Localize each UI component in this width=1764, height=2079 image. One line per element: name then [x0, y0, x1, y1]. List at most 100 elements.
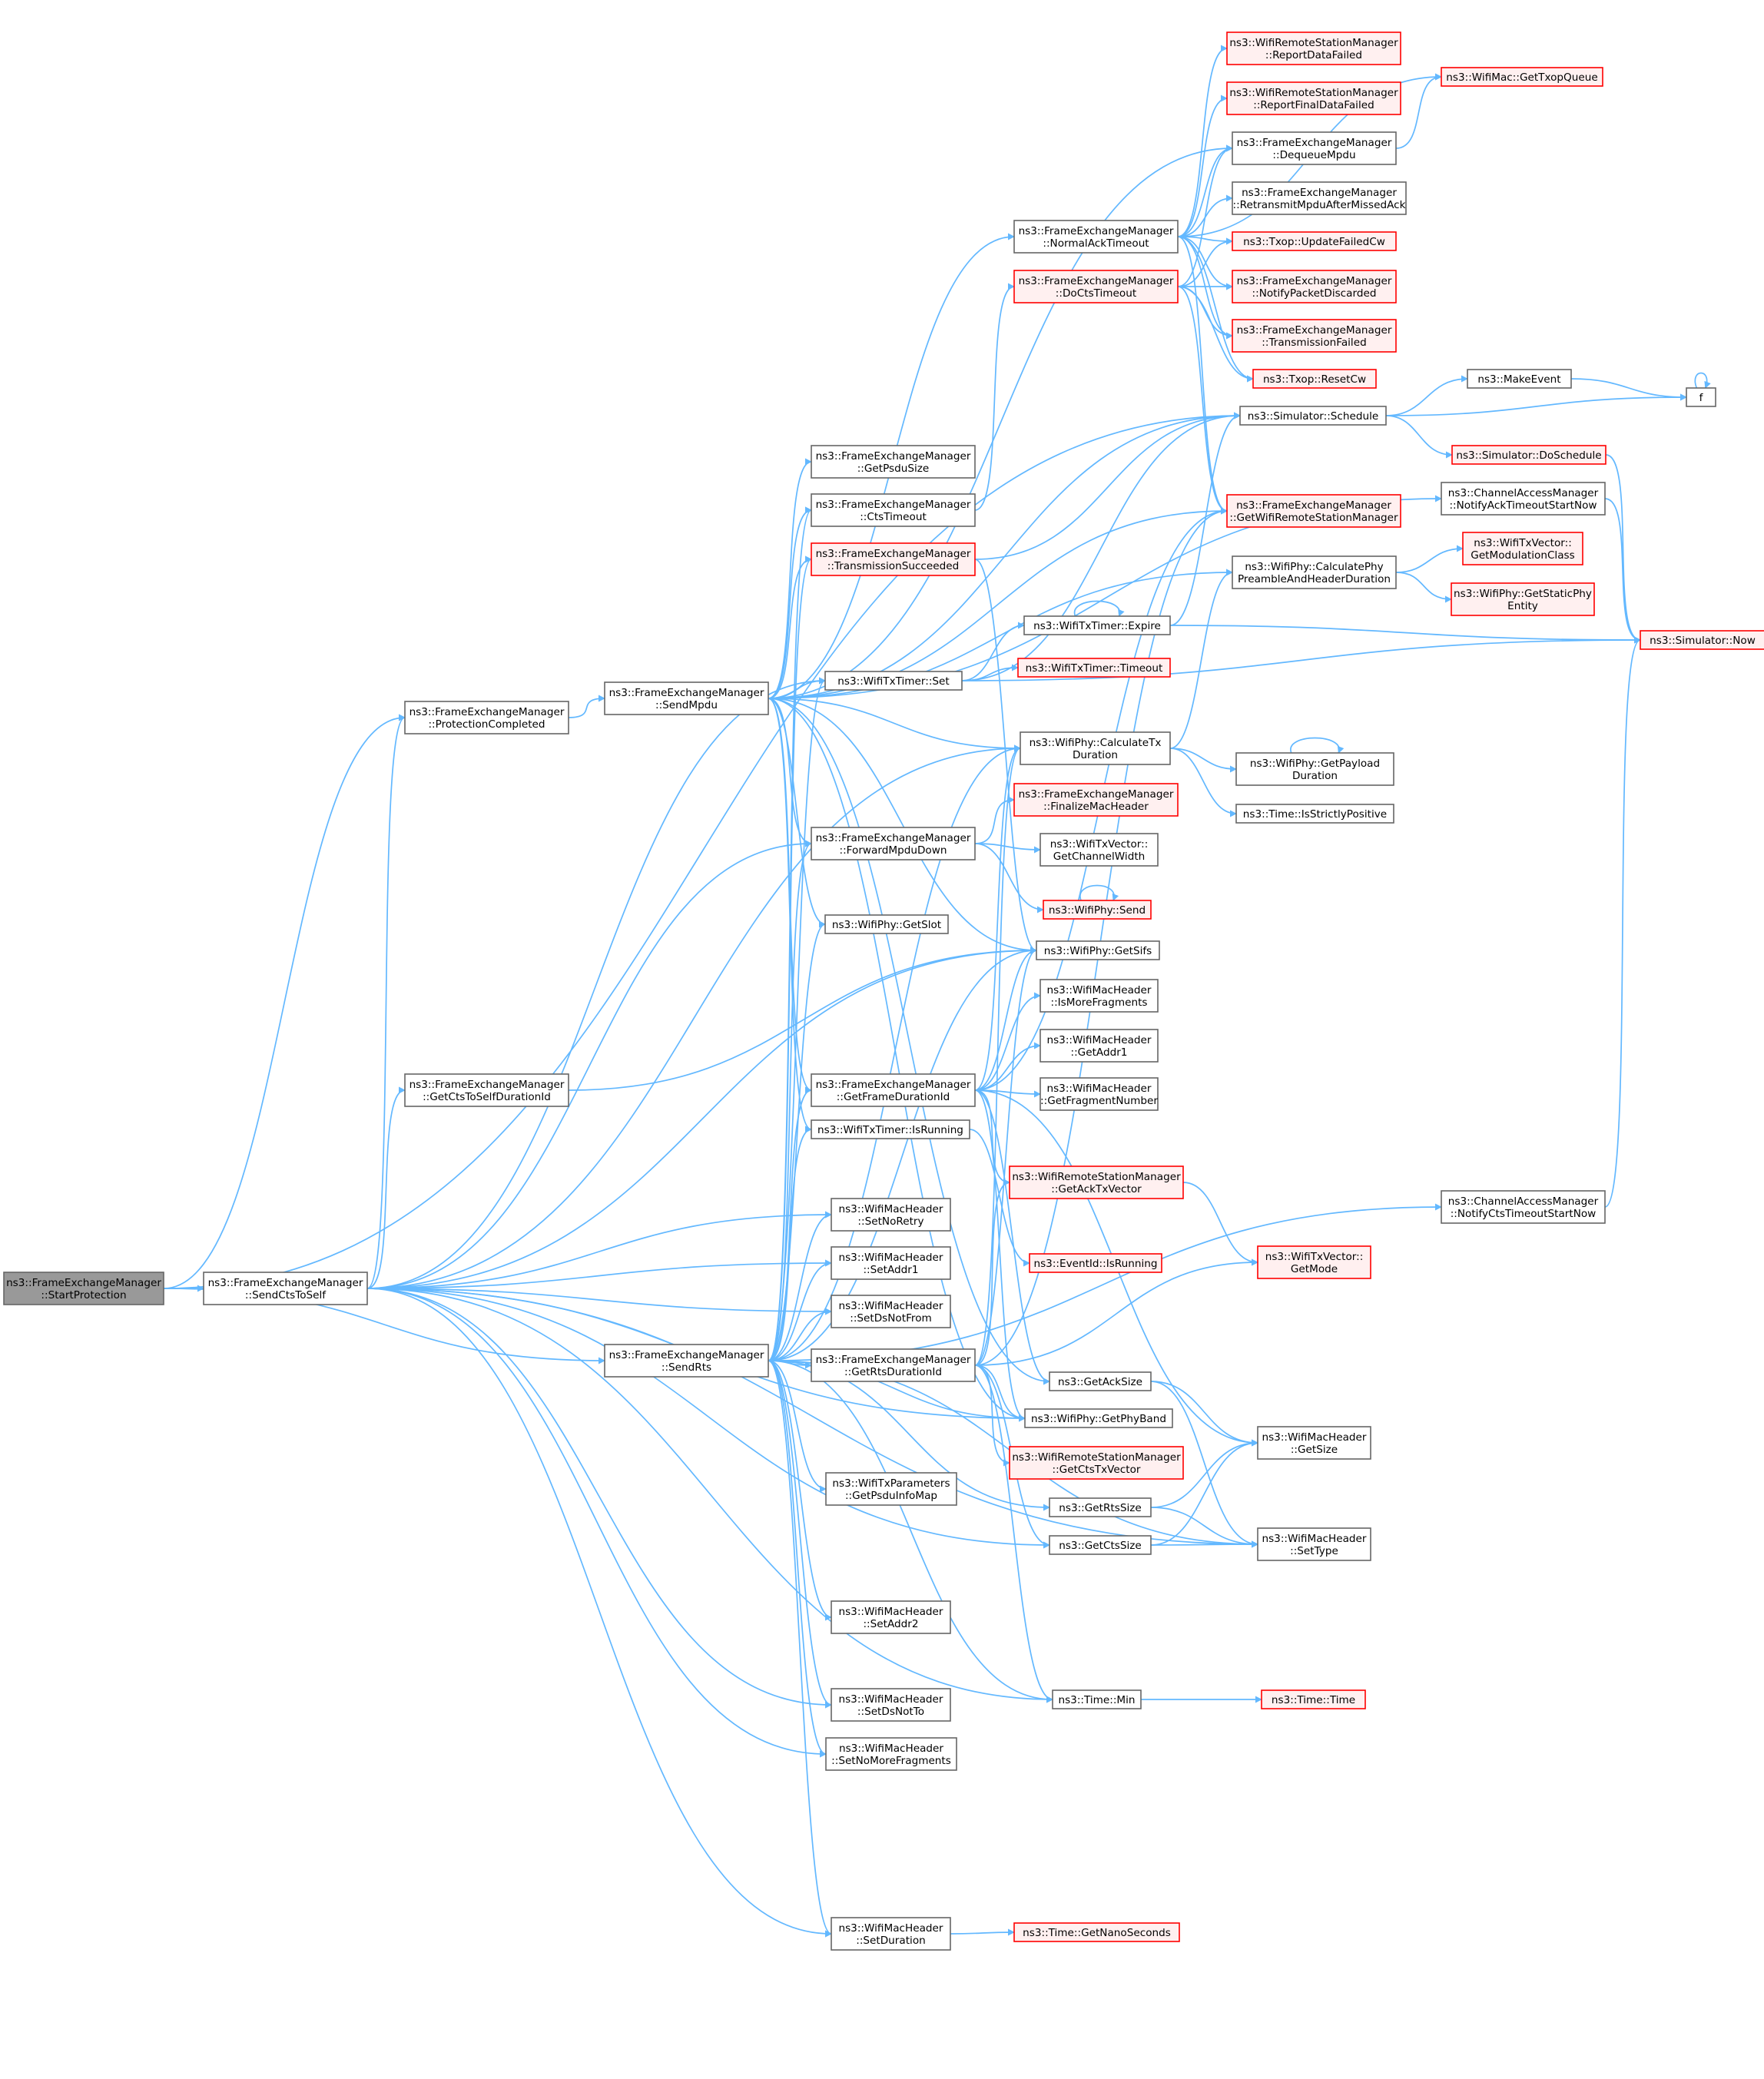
node-getframedur[interactable]: ns3::FrameExchangeManager::GetFrameDurat…: [811, 1073, 976, 1107]
node-updatefailedcw[interactable]: ns3::Txop::UpdateFailedCw: [1232, 231, 1397, 251]
node-getnanosec[interactable]: ns3::Time::GetNanoSeconds: [1013, 1922, 1180, 1942]
node-ctstimeout[interactable]: ns3::FrameExchangeManager::CtsTimeout: [811, 493, 976, 527]
node-getmode[interactable]: ns3::WifiTxVector::GetMode: [1257, 1245, 1371, 1279]
node-makeevent[interactable]: ns3::MakeEvent: [1467, 369, 1572, 389]
node-schedule[interactable]: ns3::Simulator::Schedule: [1239, 406, 1387, 426]
edge-sendmpdu-to-calcphypreamble: [768, 569, 1233, 699]
node-box: [1467, 369, 1572, 389]
edge-docts-to-updatefailedcw: [1177, 237, 1233, 287]
node-physend[interactable]: ns3::WifiPhy::Send: [1043, 900, 1152, 920]
node-getrtsdur[interactable]: ns3::FrameExchangeManager::GetRtsDuratio…: [811, 1348, 976, 1382]
node-setaddr2[interactable]: ns3::WifiMacHeader::SetAddr2: [831, 1600, 951, 1634]
node-getmodclass[interactable]: ns3::WifiTxVector::GetModulationClass: [1462, 532, 1583, 565]
edge-sendctstoself-to-setduration: [366, 1288, 832, 1938]
node-setduration[interactable]: ns3::WifiMacHeader::SetDuration: [831, 1917, 951, 1951]
node-calcphypreamble[interactable]: ns3::WifiPhy::CalculatePhyPreambleAndHea…: [1232, 555, 1397, 589]
edge-sendctstoself-to-setaddr1: [366, 1259, 832, 1289]
node-resetcw[interactable]: ns3::Txop::ResetCw: [1252, 369, 1377, 389]
node-notifyacktimeout[interactable]: ns3::ChannelAccessManager::NotifyAckTime…: [1441, 482, 1606, 516]
node-timerisrunning[interactable]: ns3::WifiTxTimer::IsRunning: [811, 1119, 970, 1139]
node-sendctstoself[interactable]: ns3::FrameExchangeManager::SendCtsToSelf: [203, 1272, 368, 1305]
node-startprot[interactable]: ns3::FrameExchangeManager::StartProtecti…: [3, 1272, 164, 1305]
node-getacktxvec[interactable]: ns3::WifiRemoteStationManager::GetAckTxV…: [1009, 1166, 1184, 1199]
node-now[interactable]: ns3::Simulator::Now: [1640, 630, 1764, 650]
node-label: ns3::EventId::IsRunning: [1033, 1258, 1157, 1270]
node-doschedule[interactable]: ns3::Simulator::DoSchedule: [1451, 445, 1606, 465]
node-getaddr1[interactable]: ns3::WifiMacHeader::GetAddr1: [1040, 1029, 1159, 1063]
node-reportfinaldatafailed[interactable]: ns3::WifiRemoteStationManager::ReportFin…: [1226, 81, 1401, 115]
node-eventisrunning[interactable]: ns3::EventId::IsRunning: [1029, 1253, 1162, 1273]
node-label: ::GetWifiRemoteStationManager: [1229, 512, 1398, 524]
node-finalizemac[interactable]: ns3::FrameExchangeManager::FinalizeMacHe…: [1013, 783, 1179, 817]
node-timemin[interactable]: ns3::Time::Min: [1052, 1689, 1142, 1709]
node-box: [1257, 1426, 1371, 1460]
node-setdsnotto[interactable]: ns3::WifiMacHeader::SetDsNotTo: [831, 1688, 951, 1722]
node-box: [1013, 1922, 1180, 1942]
node-getctssize[interactable]: ns3::GetCtsSize: [1049, 1535, 1152, 1555]
node-getslot[interactable]: ns3::WifiPhy::GetSlot: [824, 914, 949, 934]
edge-sendrts-to-setdsnotto: [768, 1360, 832, 1709]
node-label: ns3::Simulator::DoSchedule: [1456, 449, 1601, 462]
node-dequeuempdu[interactable]: ns3::FrameExchangeManager::DequeueMpdu: [1232, 131, 1397, 165]
node-timerset[interactable]: ns3::WifiTxTimer::Set: [824, 671, 963, 691]
node-protcompleted[interactable]: ns3::FrameExchangeManager::ProtectionCom…: [404, 701, 569, 734]
node-getctstxvec[interactable]: ns3::WifiRemoteStationManager::GetCtsTxV…: [1009, 1446, 1184, 1480]
node-txsucceeded[interactable]: ns3::FrameExchangeManager::TransmissionS…: [811, 542, 976, 576]
node-box: [1232, 181, 1407, 215]
node-box: [1013, 783, 1179, 817]
node-label: ::FinalizeMacHeader: [1043, 801, 1149, 813]
node-getphyband[interactable]: ns3::WifiPhy::GetPhyBand: [1024, 1408, 1173, 1428]
node-label: ::TransmissionSucceeded: [827, 560, 960, 572]
node-forwardmpdu[interactable]: ns3::FrameExchangeManager::ForwardMpduDo…: [811, 827, 976, 860]
node-box: [1640, 630, 1764, 650]
node-timertimeout[interactable]: ns3::WifiTxTimer::Timeout: [1017, 658, 1171, 678]
node-getpsduinfomap[interactable]: ns3::WifiTxParameters::GetPsduInfoMap: [825, 1472, 957, 1506]
edge-getrtssize-to-getsize: [1150, 1439, 1258, 1508]
node-docts[interactable]: ns3::FrameExchangeManager::DoCtsTimeout: [1013, 270, 1179, 303]
node-getrtssize[interactable]: ns3::GetRtsSize: [1049, 1497, 1152, 1517]
node-sendmpdu[interactable]: ns3::FrameExchangeManager::SendMpdu: [604, 681, 769, 715]
node-timetime[interactable]: ns3::Time::Time: [1261, 1689, 1366, 1709]
node-sendrts[interactable]: ns3::FrameExchangeManager::SendRts: [604, 1344, 769, 1378]
node-settype[interactable]: ns3::WifiMacHeader::SetType: [1257, 1527, 1371, 1561]
node-normalacktimeout[interactable]: ns3::FrameExchangeManager::NormalAckTime…: [1013, 220, 1179, 254]
node-box: [1257, 1527, 1371, 1561]
node-getacksize[interactable]: ns3::GetAckSize: [1049, 1371, 1152, 1391]
node-setdsnotfrom[interactable]: ns3::WifiMacHeader::SetDsNotFrom: [831, 1295, 951, 1328]
node-ismorefrag[interactable]: ns3::WifiMacHeader::IsMoreFragments: [1040, 979, 1159, 1013]
node-getwifirsm[interactable]: ns3::FrameExchangeManager::GetWifiRemote…: [1226, 494, 1401, 528]
node-notifypktdiscarded[interactable]: ns3::FrameExchangeManager::NotifyPacketD…: [1232, 270, 1397, 303]
node-getsize[interactable]: ns3::WifiMacHeader::GetSize: [1257, 1426, 1371, 1460]
node-isstrictlypositive[interactable]: ns3::Time::IsStrictlyPositive: [1235, 804, 1394, 824]
node-label: ns3::WifiMacHeader: [1046, 984, 1151, 996]
node-box: [1029, 1253, 1162, 1273]
node-box: [1451, 445, 1606, 465]
node-gettxopqueue[interactable]: ns3::WifiMac::GetTxopQueue: [1441, 67, 1603, 87]
node-getfragnum[interactable]: ns3::WifiMacHeader::GetFragmentNumber: [1040, 1077, 1159, 1111]
edge-protcompleted-to-sendmpdu: [568, 695, 605, 718]
node-setnoretry[interactable]: ns3::WifiMacHeader::SetNoRetry: [831, 1198, 951, 1232]
node-getpsdusize[interactable]: ns3::FrameExchangeManager::GetPsduSize: [811, 445, 976, 479]
node-txfailed[interactable]: ns3::FrameExchangeManager::TransmissionF…: [1232, 319, 1397, 353]
node-label: ns3::WifiPhy::GetPhyBand: [1031, 1413, 1166, 1425]
edge-sendrts-to-setaddr1: [768, 1259, 832, 1361]
node-layer: ns3::FrameExchangeManager::StartProtecti…: [3, 32, 1764, 1951]
node-getsifs[interactable]: ns3::WifiPhy::GetSifs: [1036, 940, 1160, 960]
node-setnomorefrag[interactable]: ns3::WifiMacHeader::SetNoMoreFragments: [825, 1737, 957, 1771]
edge-sendctstoself-to-getsifs: [366, 947, 1037, 1289]
node-getctstoselfdur[interactable]: ns3::FrameExchangeManager::GetCtsToSelfD…: [404, 1073, 569, 1107]
node-reportdatafailed[interactable]: ns3::WifiRemoteStationManager::ReportDat…: [1226, 32, 1401, 65]
node-setaddr1[interactable]: ns3::WifiMacHeader::SetAddr1: [831, 1246, 951, 1280]
edge-sendrts-to-setdsnotfrom: [768, 1308, 832, 1361]
node-notifyctstimeout[interactable]: ns3::ChannelAccessManager::NotifyCtsTime…: [1441, 1190, 1606, 1224]
node-retransmitmpdu[interactable]: ns3::FrameExchangeManager::RetransmitMpd…: [1232, 181, 1407, 215]
node-label: Duration: [1292, 770, 1338, 782]
node-f[interactable]: f: [1686, 387, 1716, 407]
edge-normalacktimeout-to-notifypktdiscarded: [1177, 236, 1233, 290]
node-timerexpire[interactable]: ns3::WifiTxTimer::Expire: [1023, 615, 1171, 635]
node-label: ::GetPsduInfoMap: [845, 1490, 937, 1502]
node-getchanwidth[interactable]: ns3::WifiTxVector::GetChannelWidth: [1040, 833, 1159, 867]
